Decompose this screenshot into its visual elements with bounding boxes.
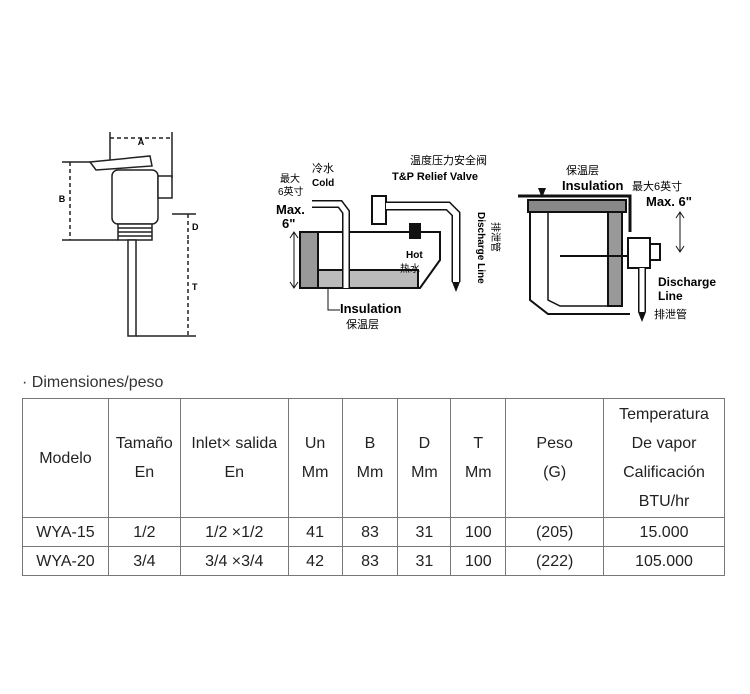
cell-inlet-salida: 1/2 ×1/2: [179, 517, 289, 547]
header-tamano: Tamaño En: [107, 398, 181, 518]
side-insulation-cn-label: 保温层: [566, 163, 599, 177]
cell-modelo: WYA-20: [22, 546, 109, 576]
side-installation-diagram: 保温层 Insulation 最大6英寸 Max. 6" Discharge L…: [518, 163, 716, 322]
max-cn-label-1: 最大: [280, 172, 300, 185]
header-b: B Mm: [341, 398, 399, 518]
cold-cn-label: 冷水: [312, 162, 334, 175]
cell-un: 42: [287, 546, 343, 576]
section-title: · Dimensiones/peso: [22, 374, 164, 391]
discharge-en-label: Discharge Line: [475, 212, 486, 284]
cell-inlet-salida: 3/4 ×3/4: [179, 546, 289, 576]
cell-peso: (222): [505, 546, 605, 576]
max-inch-label: 6": [282, 216, 295, 231]
header-modelo: Modelo: [22, 398, 109, 518]
cell-b: 83: [341, 517, 399, 547]
dimensions-table: Modelo Tamaño En Inlet× salida En Un Mm …: [22, 398, 725, 576]
cold-en-label: Cold: [312, 178, 334, 189]
cell-t: 100: [450, 517, 507, 547]
side-max-cn-label: 最大6英寸: [632, 179, 682, 193]
cell-temperatura: 105.000: [603, 546, 725, 576]
hot-cn-label: 热水: [400, 262, 420, 275]
header-d: D Mm: [397, 398, 452, 518]
side-discharge-cn-label: 排泄管: [654, 307, 687, 321]
table-header-row: Modelo Tamaño En Inlet× salida En Un Mm …: [22, 398, 725, 518]
cell-un: 41: [287, 517, 343, 547]
side-discharge-en-label-2: Line: [658, 289, 683, 303]
header-peso: Peso (G): [505, 398, 605, 518]
header-temperatura: Temperatura De vapor Calificación BTU/hr: [603, 398, 725, 518]
tank-installation-diagram: 冷水 Cold 最大 6英寸 Max. 6" 温度压力安全阀 T&P Relie…: [276, 153, 502, 331]
table-row: WYA-15 1/2 1/2 ×1/2 41 83 31 100 (205) 1…: [22, 517, 725, 547]
cell-modelo: WYA-15: [22, 517, 109, 547]
header-inlet-salida: Inlet× salida En: [179, 398, 289, 518]
discharge-cn-label: 排泄管: [489, 222, 502, 252]
cell-tamano: 1/2: [107, 517, 181, 547]
hot-en-label: Hot: [406, 250, 423, 261]
dim-a-label: A: [138, 137, 145, 147]
dim-d-label: D: [192, 222, 199, 232]
relief-cn-label: 温度压力安全阀: [410, 153, 487, 167]
insulation-en-label: Insulation: [340, 301, 401, 316]
dim-t-label: T: [192, 282, 198, 292]
cell-d: 31: [397, 517, 452, 547]
valve-dimension-diagram: A B D T: [59, 132, 199, 337]
side-insulation-en-label: Insulation: [562, 178, 623, 193]
max-en-label: Max.: [276, 202, 305, 217]
cell-peso: (205): [505, 517, 605, 547]
cell-t: 100: [450, 546, 507, 576]
header-un: Un Mm: [287, 398, 343, 518]
cell-tamano: 3/4: [107, 546, 181, 576]
cell-d: 31: [397, 546, 452, 576]
insulation-cn-label: 保温层: [346, 317, 379, 331]
relief-en-label: T&P Relief Valve: [392, 171, 478, 183]
dim-b-label: B: [59, 194, 66, 204]
cell-b: 83: [341, 546, 399, 576]
cell-temperatura: 15.000: [603, 517, 725, 547]
table-row: WYA-20 3/4 3/4 ×3/4 42 83 31 100 (222) 1…: [22, 546, 725, 576]
side-max-en-label: Max. 6": [646, 194, 692, 209]
side-discharge-en-label-1: Discharge: [658, 275, 716, 289]
header-t: T Mm: [450, 398, 507, 518]
max-cn-label-2: 6英寸: [278, 185, 304, 198]
